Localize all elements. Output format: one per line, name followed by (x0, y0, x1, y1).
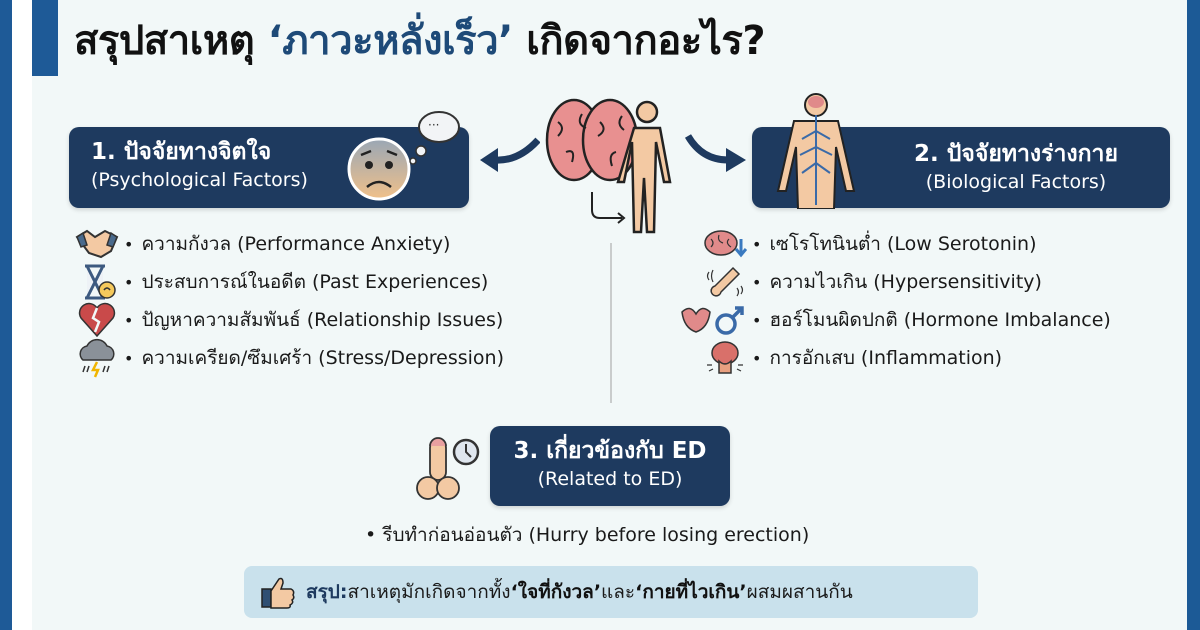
ed-title-en: (Related to ED) (537, 468, 683, 490)
item-text: รีบทำก่อนอ่อนตัว (Hurry before losing er… (382, 524, 810, 546)
biological-title-en: (Biological Factors) (925, 171, 1107, 193)
item-text: ความไวเกิน (Hypersensitivity) (769, 271, 1042, 293)
summary-text: ผสมผสานกัน (746, 581, 853, 603)
summary-text: และ (601, 581, 636, 603)
item-text: ประสบการณ์ในอดีต (Past Experiences) (141, 271, 489, 293)
list-item: • ฮอร์โมนผิดปกติ (Hormone Imbalance) (681, 301, 1111, 339)
prostate-icon (700, 340, 750, 376)
bullet: • (752, 234, 762, 254)
psychological-title-th: 1. ปัจจัยทางจิตใจ (91, 139, 272, 165)
item-text: ความเครียด/ซึมเศร้า (Stress/Depression) (141, 347, 505, 369)
title-highlight: ‘ภาวะหลั่งเร็ว’ (267, 18, 514, 64)
biological-factors-list: • เซโรโทนินต่ำ (Low Serotonin) • ความไวเ… (681, 225, 1111, 377)
item-text: ฮอร์โมนผิดปกติ (Hormone Imbalance) (769, 309, 1111, 331)
hourglass-icon (72, 264, 122, 300)
column-divider (610, 243, 612, 403)
arrow-right-icon (684, 134, 746, 172)
bullet: • (124, 310, 134, 330)
svg-text:···: ··· (428, 118, 439, 132)
related-to-ed-header: 3. เกี่ยวข้องกับ ED (Related to ED) (490, 426, 730, 506)
arrow-left-icon (480, 137, 540, 172)
bullet: • (365, 524, 377, 546)
bullet: • (124, 234, 134, 254)
bullet: • (752, 310, 762, 330)
ed-list-item: • รีบทำก่อนอ่อนตัว (Hurry before losing … (365, 520, 809, 550)
psychological-factors-list: • ความกังวล (Performance Anxiety) • ประส… (72, 225, 505, 378)
handshake-icon (72, 226, 122, 262)
bullet: • (124, 272, 134, 292)
title-suffix: เกิดจากอะไร? (512, 18, 766, 64)
item-text: ปัญหาความสัมพันธ์ (Relationship Issues) (141, 309, 504, 331)
biological-factors-header: 2. ปัจจัยทางร่างกาย (Biological Factors) (752, 93, 1170, 209)
worried-face-icon: ··· (347, 111, 460, 201)
bullet: • (752, 272, 762, 292)
list-item: • ความกังวล (Performance Anxiety) (72, 225, 504, 263)
title-prefix: สรุปสาเหตุ (74, 18, 268, 64)
left-border-stripe (0, 0, 12, 630)
right-border-stripe (1187, 0, 1200, 630)
list-item: • ปัญหาความสัมพันธ์ (Relationship Issues… (72, 301, 504, 339)
psychological-factors-header: 1. ปัจจัยทางจิตใจ (Psychological Factors… (69, 111, 469, 208)
brain-body-illustration (540, 92, 690, 246)
summary-text: สาเหตุมักเกิดจากทั้ง (347, 581, 511, 603)
brain-down-icon (700, 226, 750, 262)
item-text: เซโรโทนินต่ำ (Low Serotonin) (769, 233, 1037, 255)
broken-heart-icon (72, 302, 122, 338)
page-title: สรุปสาเหตุ ‘ภาวะหลั่งเร็ว’ เกิดจากอะไร? (74, 8, 766, 72)
psychological-title-en: (Psychological Factors) (91, 169, 308, 191)
summary-bar: สรุป: สาเหตุมักเกิดจากทั้ง ‘ใจที่กังวล’ … (244, 566, 978, 618)
thumbs-up-icon (261, 577, 295, 609)
title-accent-bar (32, 0, 58, 76)
list-item: • การอักเสบ (Inflammation) (700, 339, 1111, 377)
item-text: ความกังวล (Performance Anxiety) (141, 233, 451, 255)
list-item: • ความเครียด/ซึมเศร้า (Stress/Depression… (72, 338, 505, 378)
bullet: • (124, 348, 134, 368)
nervous-system-icon (776, 93, 856, 209)
item-text: การอักเสบ (Inflammation) (769, 347, 1003, 369)
male-hormone-icon (676, 302, 750, 338)
list-item: • เซโรโทนินต่ำ (Low Serotonin) (700, 225, 1111, 263)
summary-quote-body: ‘กายที่ไวเกิน’ (635, 581, 747, 603)
biological-title-th: 2. ปัจจัยทางร่างกาย (914, 141, 1118, 167)
sensitivity-icon (700, 264, 750, 300)
list-item: • ความไวเกิน (Hypersensitivity) (700, 263, 1111, 301)
left-border-gap (12, 0, 32, 630)
ed-clock-icon (416, 437, 480, 500)
summary-quote-mind: ‘ใจที่กังวล’ (510, 581, 602, 603)
list-item: • ประสบการณ์ในอดีต (Past Experiences) (72, 263, 504, 301)
bullet: • (752, 348, 762, 368)
ed-title-th: 3. เกี่ยวข้องกับ ED (513, 438, 707, 464)
summary-label: สรุป: (306, 581, 348, 603)
storm-cloud-icon (72, 338, 122, 378)
brain-icon (545, 98, 672, 234)
